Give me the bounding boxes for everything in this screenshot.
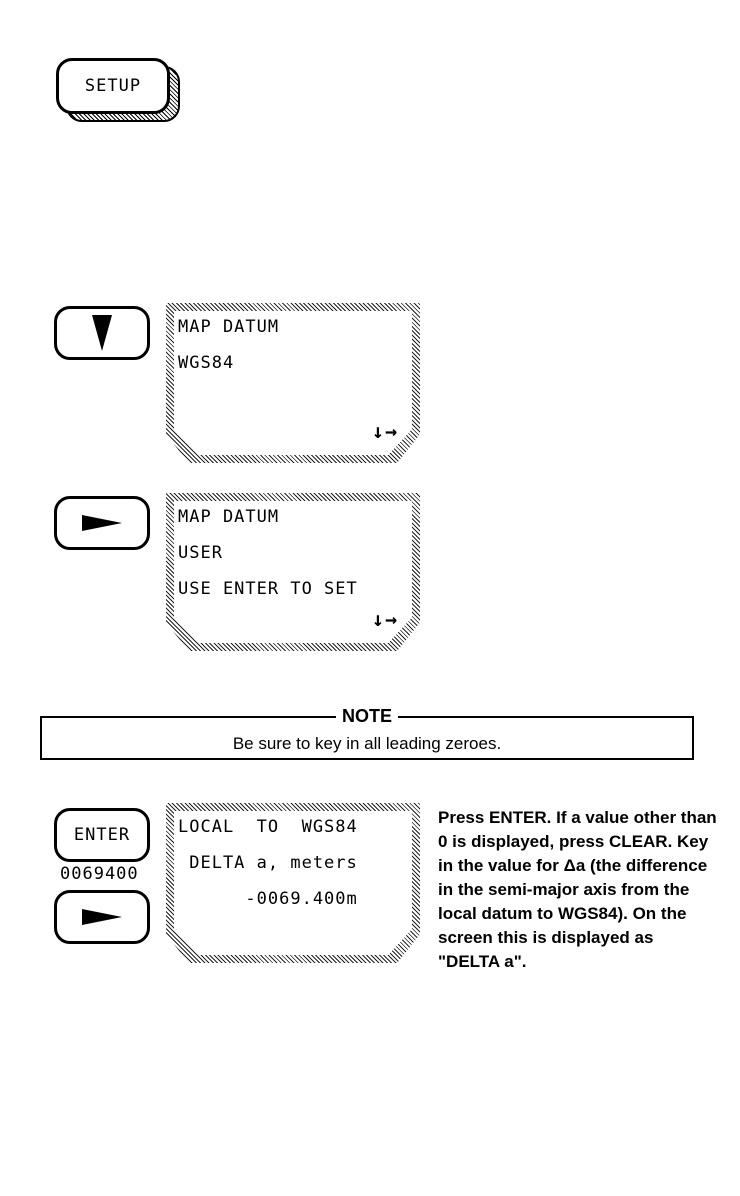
down-triangle-icon — [92, 315, 112, 351]
screen-line-1: LOCAL TO WGS84 — [178, 817, 358, 837]
instruction-text: Press ENTER. If a value other than 0 is … — [438, 808, 717, 971]
enter-button-label: ENTER — [73, 825, 131, 845]
note-text: Be sure to key in all leading zeroes. — [232, 734, 502, 753]
right-arrow-button[interactable] — [54, 496, 150, 550]
screen-line-1: MAP DATUM — [178, 317, 280, 337]
entry-value: 0069400 — [60, 864, 139, 884]
right-triangle-icon — [82, 909, 122, 925]
setup-button[interactable]: SETUP — [56, 58, 170, 114]
screen-line-1: MAP DATUM — [178, 507, 280, 527]
lcd-screen-map-datum-wgs84: MAP DATUM WGS84 ↓→ — [166, 303, 420, 463]
note-box: NOTE Be sure to key in all leading zeroe… — [40, 706, 694, 760]
screen-line-3: USE ENTER TO SET — [178, 579, 358, 599]
right-arrow-button[interactable] — [54, 890, 150, 944]
lcd-screen-local-to-wgs84: LOCAL TO WGS84 DELTA a, meters -0069.400… — [166, 803, 420, 963]
down-right-arrows-icon: ↓→ — [371, 607, 398, 631]
lcd-screen-map-datum-user: MAP DATUM USER USE ENTER TO SET ↓→ — [166, 493, 420, 651]
setup-button-label: SETUP — [84, 76, 142, 96]
screen-line-2: WGS84 — [178, 353, 235, 373]
note-title: NOTE — [335, 706, 399, 727]
down-arrow-button[interactable] — [54, 306, 150, 360]
screen-line-2: USER — [178, 543, 223, 563]
screen-line-3: -0069.400m — [178, 889, 358, 909]
screen-line-2: DELTA a, meters — [178, 853, 358, 873]
right-triangle-icon — [82, 515, 122, 531]
down-right-arrows-icon: ↓→ — [371, 419, 398, 443]
enter-button[interactable]: ENTER — [54, 808, 150, 862]
